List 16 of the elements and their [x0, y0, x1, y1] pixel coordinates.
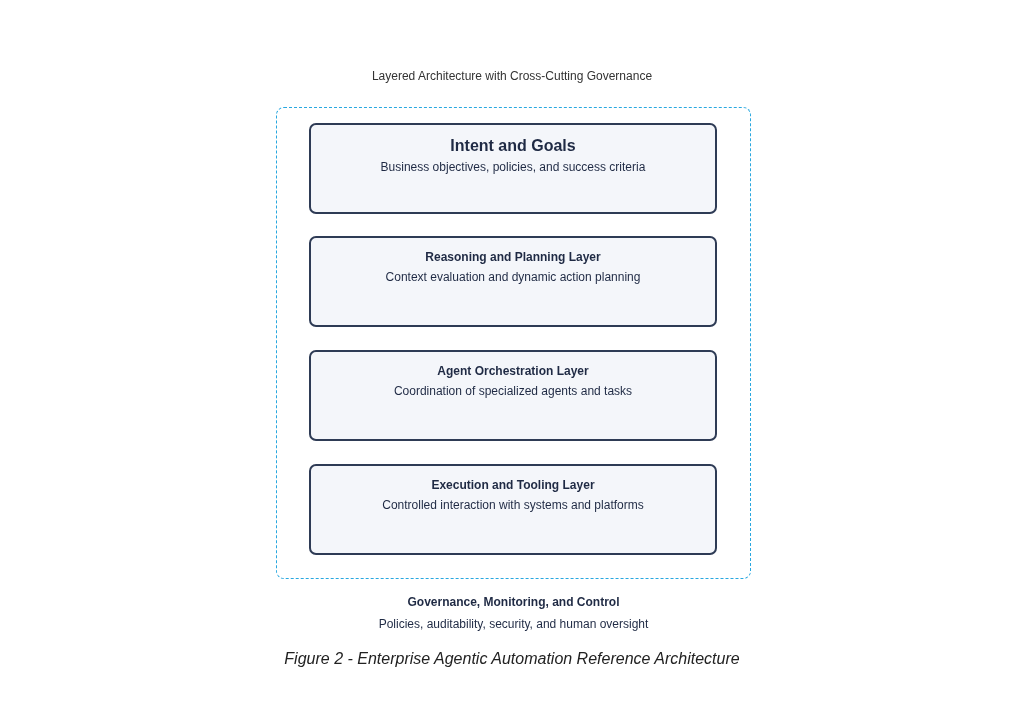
layer-heading: Execution and Tooling Layer [431, 478, 595, 492]
figure-caption: Figure 2 - Enterprise Agentic Automation Reference Architecture [283, 650, 741, 668]
layer-box [309, 123, 717, 214]
layer-description: Controlled interaction with systems and platforms [382, 498, 644, 512]
layer-box [309, 236, 717, 327]
group-heading: Governance, Monitoring, and Control [407, 595, 620, 609]
layer-box [309, 350, 717, 441]
layer-heading: Agent Orchestration Layer [437, 364, 589, 378]
layer-description: Business objectives, policies, and success criteria [380, 160, 646, 174]
group-description: Policies, auditability, security, and human oversight [378, 617, 649, 631]
layer-description: Context evaluation and dynamic action planning [385, 270, 641, 284]
layer-box [309, 464, 717, 555]
layer-heading: Intent and Goals [450, 137, 576, 155]
layer-heading: Reasoning and Planning Layer [425, 250, 601, 264]
diagram-title: Layered Architecture with Cross-Cutting Governance [370, 69, 654, 83]
layer-description: Coordination of specialized agents and tasks [393, 384, 633, 398]
